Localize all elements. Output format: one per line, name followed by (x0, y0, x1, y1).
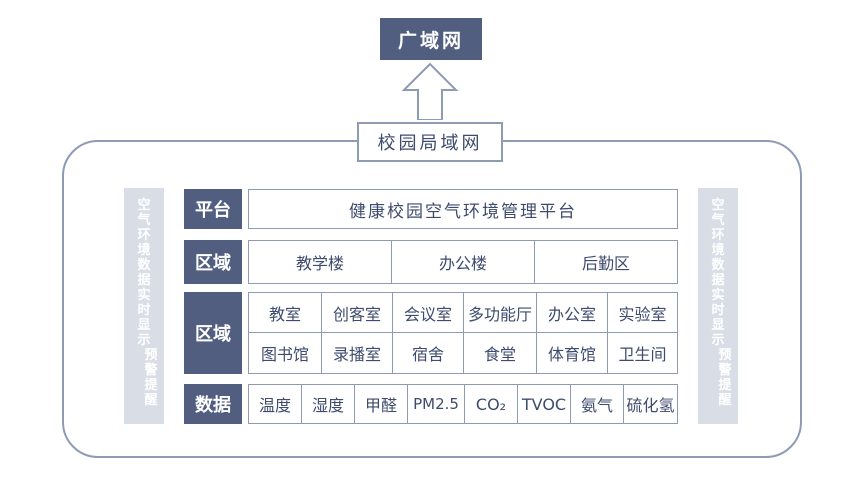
room-cell: 实验室 (607, 292, 678, 333)
wan-box: 广域网 (380, 18, 482, 60)
room-cell: 教室 (248, 292, 322, 333)
region-cell: 后勤区 (534, 240, 678, 284)
data-label: 数据 (184, 384, 242, 424)
room-cell: 宿舍 (392, 332, 464, 374)
region-cell: 教学楼 (248, 240, 392, 284)
data-cell: TVOC (517, 384, 571, 424)
left-sidebar-line-2: 预警提醒 (144, 348, 158, 408)
campus-lan-box: 校园局域网 (357, 122, 503, 162)
room-cell: 卫生间 (607, 332, 678, 374)
data-cell: 湿度 (301, 384, 355, 424)
up-arrow (401, 62, 459, 120)
room-cell: 体育馆 (536, 332, 608, 374)
room-cell: 办公室 (536, 292, 608, 333)
room-cell: 多功能厅 (463, 292, 537, 333)
room-cell: 食堂 (463, 332, 537, 374)
room-cell: 录播室 (321, 332, 393, 374)
platform-label: 平台 (184, 189, 242, 229)
left-sidebar: 空气环境数据实时显示 (124, 188, 164, 424)
data-cell: 甲醛 (354, 384, 408, 424)
room-cell: 会议室 (392, 292, 464, 333)
room-cell: 创客室 (321, 292, 393, 333)
right-sidebar: 空气环境数据实时显示 (698, 188, 738, 424)
platform-cell: 健康校园空气环境管理平台 (248, 189, 678, 229)
left-sidebar-line-1: 空气环境数据实时显示 (137, 198, 151, 348)
rooms-label: 区域 (184, 292, 242, 374)
data-cell: PM2.5 (407, 384, 465, 424)
data-cell: 硫化氢 (623, 384, 678, 424)
region-cell: 办公楼 (391, 240, 535, 284)
right-sidebar-line-1: 空气环境数据实时显示 (711, 198, 725, 348)
data-cell: 温度 (248, 384, 302, 424)
room-cell: 图书馆 (248, 332, 322, 374)
right-sidebar-line-2: 预警提醒 (718, 348, 732, 408)
data-cell: CO₂ (464, 384, 518, 424)
region-label: 区域 (184, 240, 242, 284)
data-cell: 氨气 (570, 384, 624, 424)
